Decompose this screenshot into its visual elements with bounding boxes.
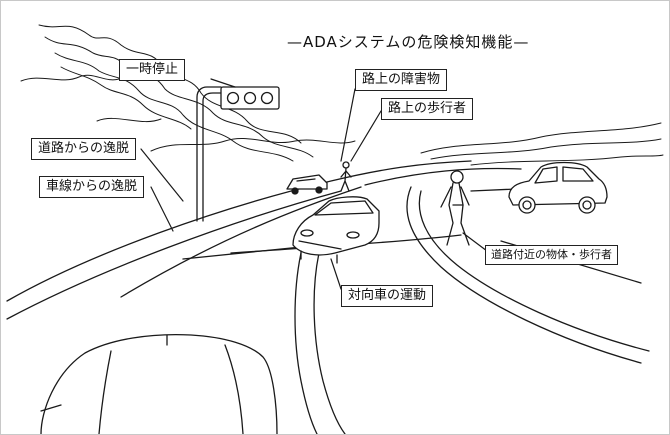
- own-car-hood: [40, 334, 278, 434]
- road-pedestrian: [340, 161, 352, 192]
- roadside-car: [508, 161, 608, 214]
- leader-lines: [140, 78, 488, 290]
- label-stop: 一時停止: [119, 59, 186, 81]
- title-text: ADAシステムの危険検知機能: [303, 33, 514, 51]
- label-lane-departure: 車線からの逸脱: [39, 176, 145, 198]
- title-dash-left: —: [287, 33, 303, 51]
- title-dash-right: —: [513, 33, 530, 51]
- label-road-departure: 道路からの逸脱: [31, 138, 137, 160]
- label-pedestrian: 路上の歩行者: [381, 98, 474, 120]
- label-obstacle: 路上の障害物: [355, 69, 448, 91]
- distant-car: [286, 174, 328, 195]
- oncoming-car: [292, 196, 380, 264]
- cloud-scribbles: [20, 24, 356, 162]
- label-roadside-objects: 道路付近の物体・歩行者: [485, 245, 618, 265]
- roadside-pedestrian: [440, 170, 470, 246]
- traffic-signal: [196, 86, 280, 222]
- distant-hills: [420, 122, 664, 166]
- label-oncoming-car: 対向車の運動: [341, 285, 434, 307]
- diagram-title: —ADAシステムの危険検知機能—: [287, 35, 529, 50]
